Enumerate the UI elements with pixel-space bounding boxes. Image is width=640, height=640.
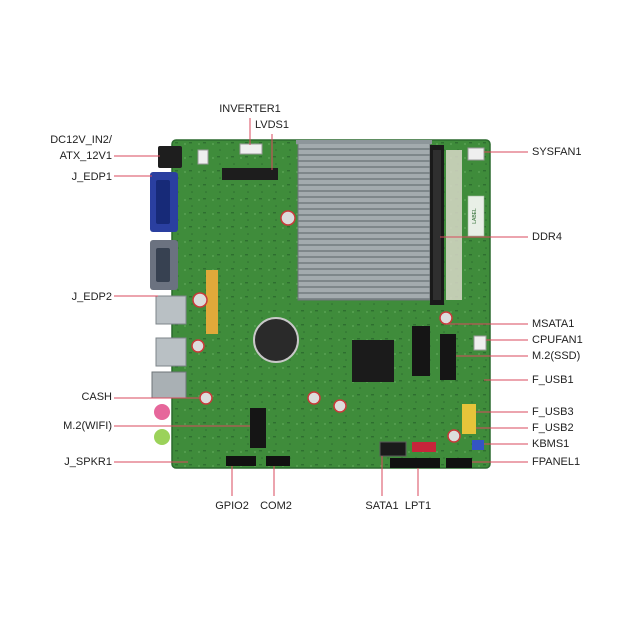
- gpio-header: [226, 456, 256, 466]
- capacitor: [333, 399, 347, 413]
- label-dc12v-line1: DC12V_IN2/: [50, 134, 112, 146]
- m2-ssd-slot: [440, 334, 456, 380]
- label-gpio2: GPIO2: [215, 500, 249, 512]
- leader-lines: [114, 118, 528, 496]
- ddr4-slot: [430, 145, 462, 305]
- lpt-header: [390, 458, 440, 468]
- label-f-usb3: F_USB3: [532, 406, 574, 418]
- edp1-connector: [197, 149, 209, 165]
- cmos-battery: [253, 317, 299, 363]
- capacitor: [307, 391, 321, 405]
- label-sticker-text: LABEL: [472, 208, 478, 224]
- label-m2-ssd: M.2(SSD): [532, 350, 581, 362]
- usb-port-1: [155, 295, 187, 325]
- label-kbms: KBMS1: [532, 438, 570, 450]
- label-sata1: SATA1: [365, 500, 399, 512]
- kbms-header: [472, 440, 484, 450]
- usb3-header: [462, 404, 476, 434]
- label-com2: COM2: [260, 500, 292, 512]
- label-fpanel: FPANEL1: [532, 456, 581, 468]
- label-dc12v-line2: ATX_12V1: [59, 150, 112, 162]
- label-ddr4: DDR4: [532, 231, 562, 243]
- red-sata-power: [412, 442, 436, 452]
- com2-header: [266, 456, 290, 466]
- capacitor: [191, 339, 205, 353]
- cpu-heatsink: [296, 140, 432, 301]
- vga-connector: [150, 172, 178, 232]
- inverter-connector: [239, 143, 263, 155]
- audio-jack-green: [154, 429, 170, 445]
- label-cpufan: CPUFAN1: [532, 334, 583, 346]
- capacitor: [447, 429, 461, 443]
- cpufan-header: [473, 335, 487, 351]
- capacitor: [199, 391, 213, 405]
- lan-port: [151, 371, 187, 399]
- capacitor: [192, 292, 208, 308]
- label-j-spkr: J_SPKR1: [64, 456, 112, 468]
- dc-power-jack: [158, 146, 182, 168]
- sata-connector: [379, 441, 407, 457]
- m2-wifi-slot: [250, 408, 266, 448]
- msata-slot: [412, 326, 430, 376]
- chipset: [352, 340, 394, 382]
- audio-jack-pink: [154, 404, 170, 420]
- label-j-edp2: J_EDP2: [71, 291, 112, 303]
- label-m2-wifi: M.2(WIFI): [63, 420, 112, 432]
- lvds-connector: [222, 168, 278, 180]
- label-sticker: LABEL: [467, 195, 485, 237]
- label-inverter: INVERTER1: [219, 103, 281, 115]
- label-msata: MSATA1: [532, 318, 575, 330]
- usb-port-2: [155, 337, 187, 367]
- capacitor: [439, 311, 453, 325]
- label-lvds: LVDS1: [254, 119, 290, 131]
- label-sysfan: SYSFAN1: [532, 146, 582, 158]
- label-f-usb2: F_USB2: [532, 422, 574, 434]
- label-lpt1: LPT1: [404, 500, 432, 512]
- edp2-connector: [206, 270, 218, 334]
- label-f-usb1: F_USB1: [532, 374, 574, 386]
- sysfan-header: [467, 147, 485, 161]
- fpanel-header: [446, 458, 472, 468]
- com-connector: [150, 240, 178, 290]
- label-j-edp1: J_EDP1: [71, 171, 112, 183]
- label-cash: CASH: [81, 391, 112, 403]
- capacitor: [280, 210, 296, 226]
